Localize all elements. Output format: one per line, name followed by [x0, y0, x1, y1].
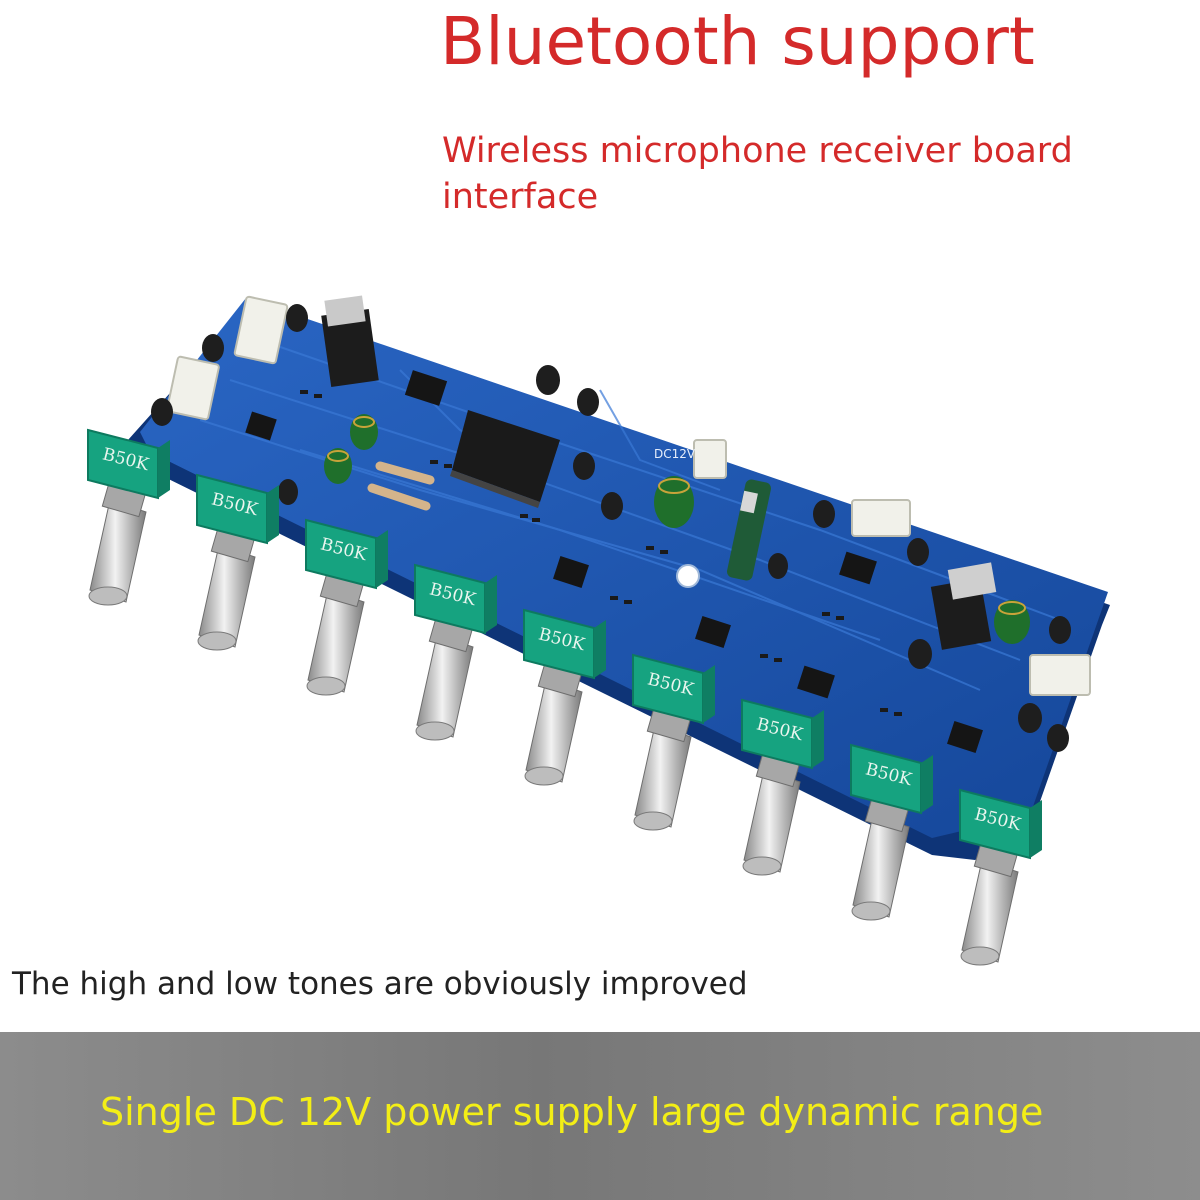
headline-bluetooth-support: Bluetooth support — [440, 3, 1035, 80]
potentiometer-knob: B50K — [959, 788, 1042, 966]
bluetooth-module — [727, 479, 771, 581]
potentiometer-knob: B50K — [850, 743, 933, 921]
main-ic-chip — [450, 410, 560, 508]
knob-shaft-end — [88, 586, 128, 606]
smd-components — [300, 390, 902, 716]
electrolytic-capacitors — [151, 304, 1071, 752]
potentiometer-side — [485, 575, 497, 633]
potentiometer-knob: B50K — [87, 428, 170, 606]
potentiometer-side — [812, 710, 824, 768]
subheadline-line-2: interface — [442, 177, 599, 217]
knob-shaft-end — [415, 721, 455, 741]
potentiometer-knob: B50K — [741, 698, 824, 876]
knob-shaft-end — [742, 856, 782, 876]
white-connectors — [166, 295, 1091, 696]
potentiometer-knobs: B50K B50K B50K B50K B50K B50K B50K B50K B50K — [87, 428, 1042, 966]
potentiometer-knob: B50K — [196, 473, 279, 651]
small-ic-chips — [245, 370, 983, 754]
banner-power-supply-text: Single DC 12V power supply large dynamic… — [100, 1090, 1044, 1134]
potentiometer-side — [1030, 800, 1042, 858]
caption-tone-improvement: The high and low tones are obviously imp… — [12, 966, 748, 1002]
knob-shaft-end — [960, 946, 1000, 966]
knob-shaft-end — [851, 901, 891, 921]
subheadline-line-1: Wireless microphone receiver board — [442, 131, 1073, 171]
bottom-banner: Single DC 12V power supply large dynamic… — [0, 1032, 1200, 1200]
potentiometer-side — [376, 530, 388, 588]
potentiometer-side — [158, 440, 170, 498]
knob-shaft-end — [306, 676, 346, 696]
potentiometer-side — [921, 755, 933, 813]
potentiometer-knob: B50K — [632, 653, 715, 831]
pcb-surface — [140, 298, 1108, 838]
potentiometer-knob: B50K — [414, 563, 497, 741]
potentiometer-knob: B50K — [305, 518, 388, 696]
subheadline: Wireless microphone receiver board inter… — [442, 128, 1182, 220]
knob-shaft-end — [633, 811, 673, 831]
knob-shaft-end — [524, 766, 564, 786]
potentiometer-side — [267, 485, 279, 543]
potentiometer-side — [594, 620, 606, 678]
potentiometer-knob: B50K — [523, 608, 606, 786]
mounting-hole — [676, 564, 700, 588]
power-input-label: DC12V — [654, 447, 696, 461]
resistors — [367, 461, 435, 511]
pcb-board-illustration: DC12V B50KB50KB50KB50KB50KB50KB50KB50KB5… — [87, 295, 1110, 966]
potentiometer-side — [703, 665, 715, 723]
voltage-regulators — [321, 295, 997, 650]
knob-shaft-end — [197, 631, 237, 651]
